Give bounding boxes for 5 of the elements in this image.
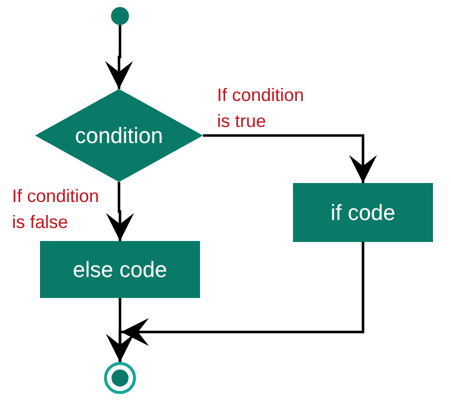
end-circle — [104, 362, 136, 394]
process-box: if code — [293, 183, 433, 242]
start-dot — [111, 7, 129, 25]
process-box: else code — [40, 241, 200, 298]
decision-diamond: condition — [35, 89, 203, 182]
